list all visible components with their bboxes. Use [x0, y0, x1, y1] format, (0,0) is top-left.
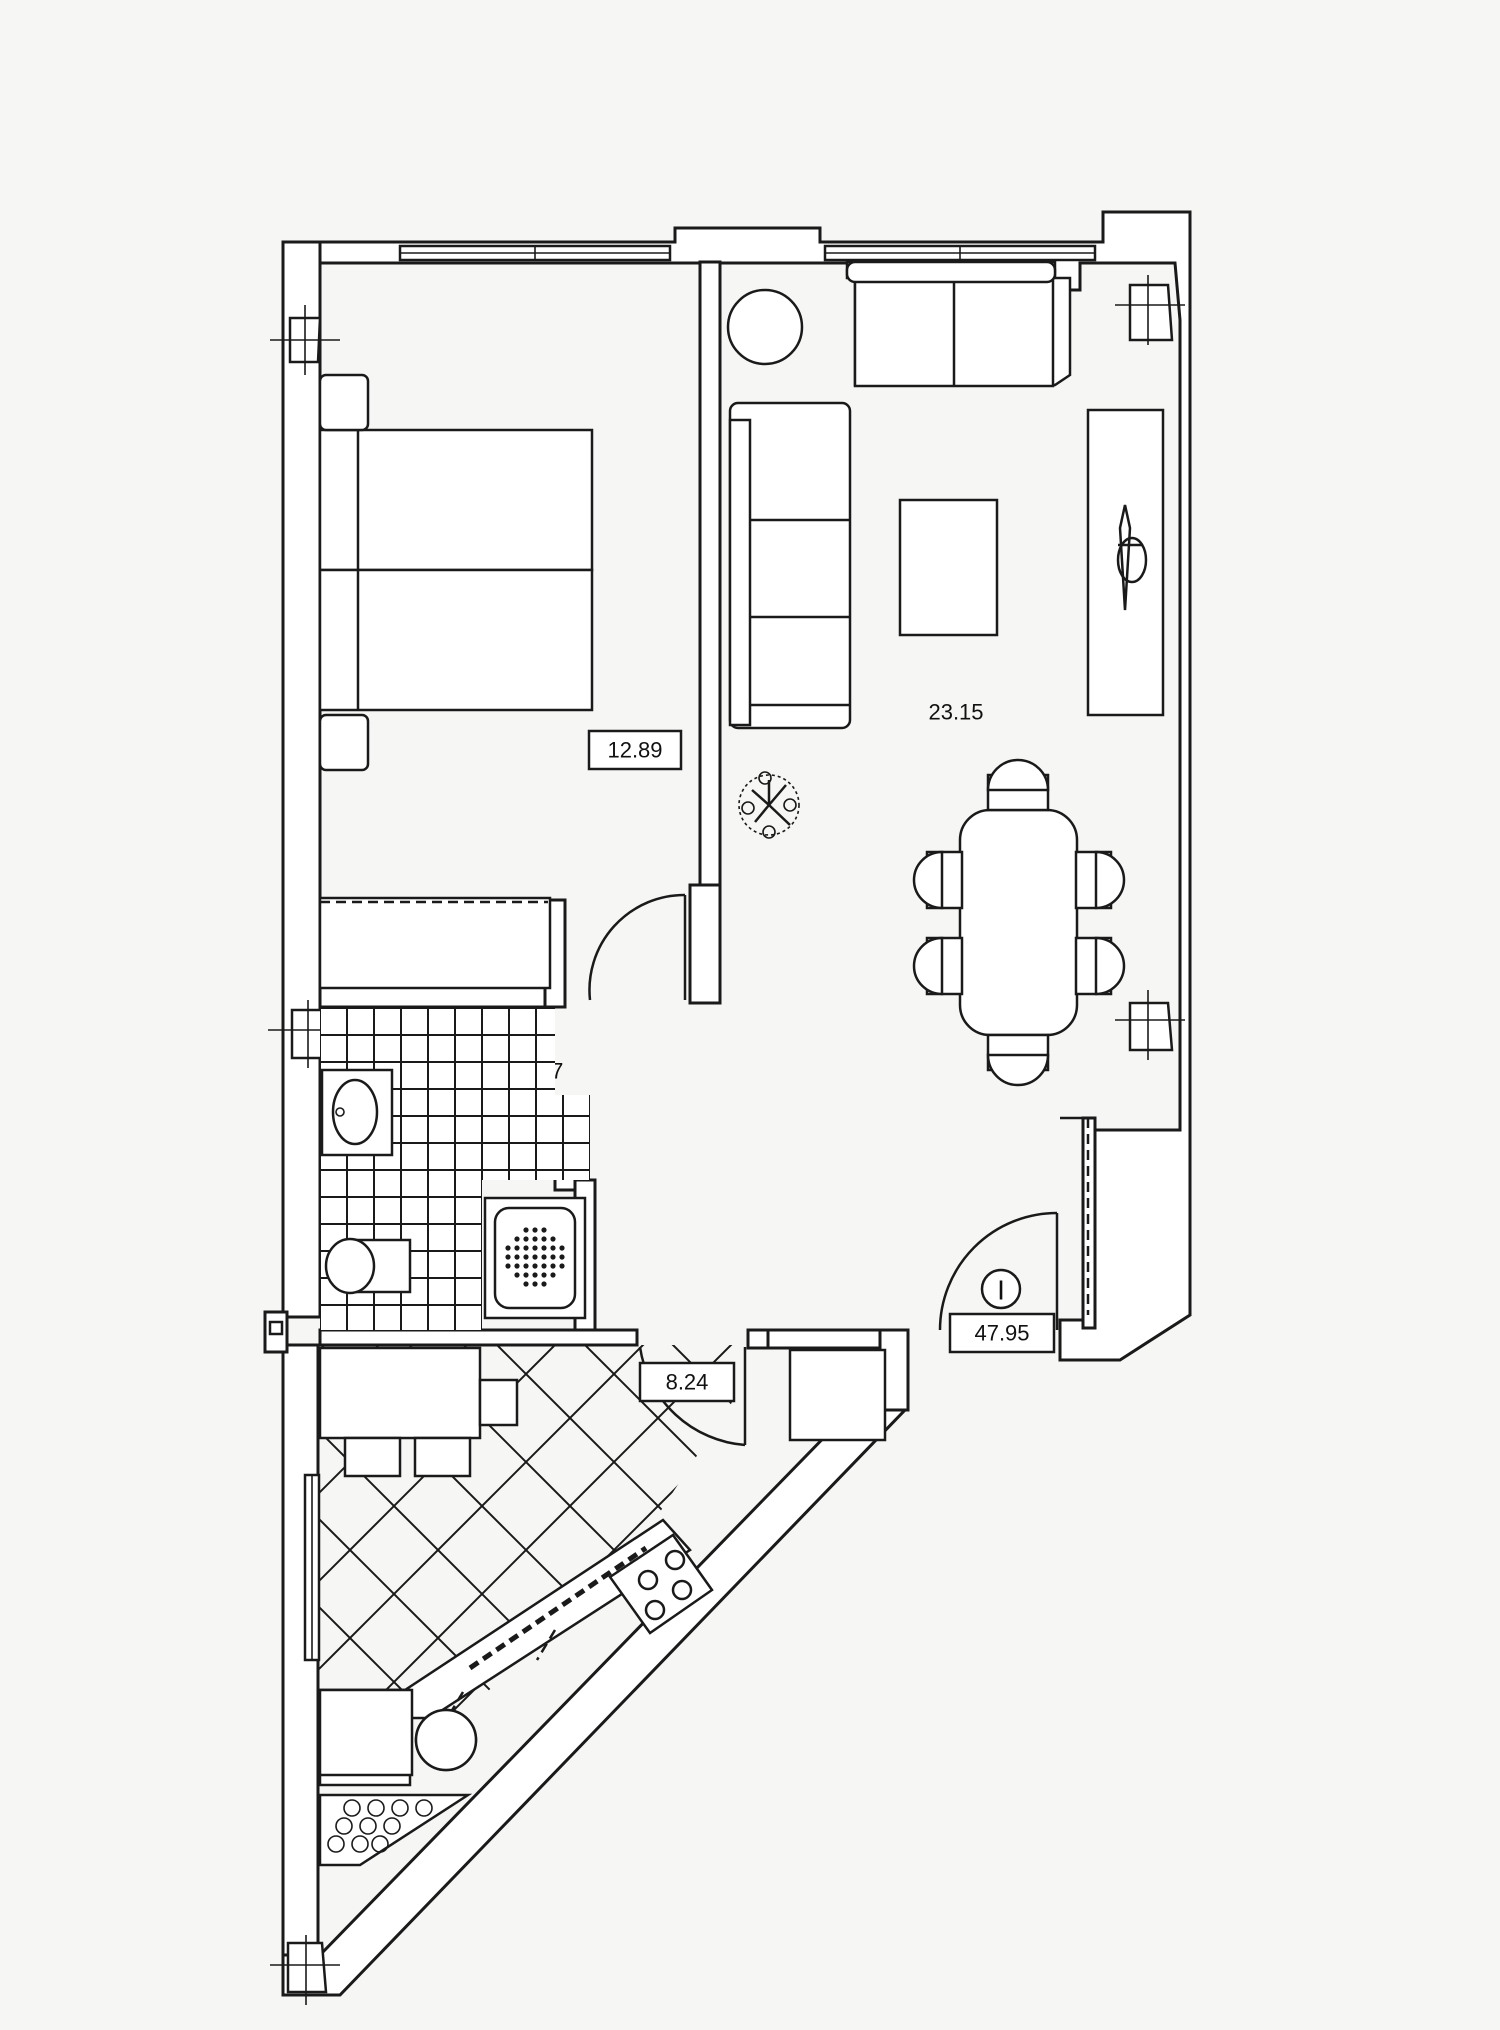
armchair-sofa — [845, 260, 1072, 388]
nightstand-top — [318, 373, 370, 432]
tv-console — [1086, 408, 1165, 717]
total-area-label: 47.95 — [948, 1312, 1056, 1354]
double-bed — [318, 428, 594, 712]
three-seat-sofa — [728, 401, 852, 730]
room-label-kitchen: 8.24 — [638, 1361, 736, 1403]
column-marker-e — [1115, 990, 1185, 1060]
total-area: 47.95 — [974, 1321, 1029, 1346]
dining-chair — [986, 758, 1050, 812]
window-north-bedroom — [398, 244, 672, 262]
window-west-kitchen — [303, 1473, 321, 1662]
living-room: 23.15 — [726, 260, 1165, 1087]
structural-column-markers — [268, 275, 1185, 2005]
dining-table — [958, 808, 1079, 1037]
coffee-table — [898, 498, 999, 637]
bedroom-door — [588, 893, 687, 1001]
wardrobe — [318, 896, 552, 990]
dining-chair — [986, 1033, 1050, 1087]
toilet — [324, 1237, 412, 1295]
wine-rack — [318, 1793, 473, 1867]
area-bedroom: 12.89 — [607, 738, 662, 763]
cooktop — [608, 1533, 714, 1635]
bedroom: 12.89 — [318, 373, 687, 1001]
dining-chair — [1074, 850, 1126, 910]
room-label-bedroom: 12.89 — [587, 729, 683, 771]
potted-plant — [738, 771, 800, 839]
column-marker-ne — [1115, 275, 1185, 345]
window-north-living — [823, 244, 1097, 262]
area-living-room: 23.15 — [928, 700, 983, 725]
shower-tray — [483, 1196, 587, 1320]
hall-closet — [1060, 1116, 1095, 1315]
dining-chair — [1074, 936, 1126, 996]
room-label-living: 23.15 — [928, 700, 983, 725]
dining-chair — [912, 850, 964, 910]
kitchen-table — [318, 1346, 519, 1478]
fridge — [788, 1348, 887, 1442]
nightstand-bottom — [318, 713, 370, 772]
entrance-marker-label: I — [997, 1275, 1005, 1306]
washbasin — [320, 1068, 394, 1157]
entrance-door — [938, 1211, 1059, 1331]
round-side-table — [726, 288, 804, 366]
area-kitchen: 8.24 — [666, 1370, 709, 1395]
column-marker-sw — [270, 1935, 340, 2005]
bathroom — [320, 1008, 590, 1330]
entrance-marker: I — [980, 1268, 1022, 1310]
dining-set — [912, 758, 1126, 1087]
kitchen-sink — [318, 1688, 478, 1787]
dining-chair — [912, 936, 964, 996]
kitchen: 8.24 — [318, 1345, 887, 1867]
column-marker-nw — [270, 305, 340, 375]
